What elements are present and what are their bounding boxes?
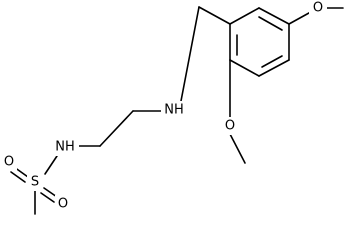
bond-ch2-ch2 [99, 110, 134, 147]
atom-labels: O NH O NH S O O [1, 1, 327, 213]
bond-o-methyl-bottom [229, 133, 246, 164]
atom-label-o-sulfonyl-bottom: O [58, 197, 68, 212]
bonds [10, 6, 344, 215]
atom-label-o-sulfonyl-left: O [4, 155, 14, 170]
atom-label-nh-sulfonamide: NH [55, 140, 75, 155]
bond-ring-1 [258, 7, 290, 25]
bond-ring-2 [229, 7, 260, 25]
atom-label-o-bottom: O [225, 119, 235, 134]
bond-ring-ch2 [198, 6, 231, 25]
atom-label-o-top: O [313, 1, 323, 16]
atom-label-s: S [31, 175, 39, 190]
structure-diagram: O NH O NH S O O [1, 0, 344, 215]
bond-s-o-bottom-2 [40, 192, 55, 203]
bond-s-o-bottom-1 [43, 187, 58, 198]
atom-label-nh-amine: NH [164, 103, 184, 118]
bond-ch2-nh [180, 6, 200, 102]
bond-ring-double-1 [258, 16, 283, 31]
bond-ring-double-3 [261, 55, 283, 68]
bond-s-o-left-2 [10, 171, 26, 183]
bond-ring-4 [229, 59, 260, 77]
bond-ring-5 [258, 59, 290, 77]
bond-nh-s [44, 155, 58, 175]
